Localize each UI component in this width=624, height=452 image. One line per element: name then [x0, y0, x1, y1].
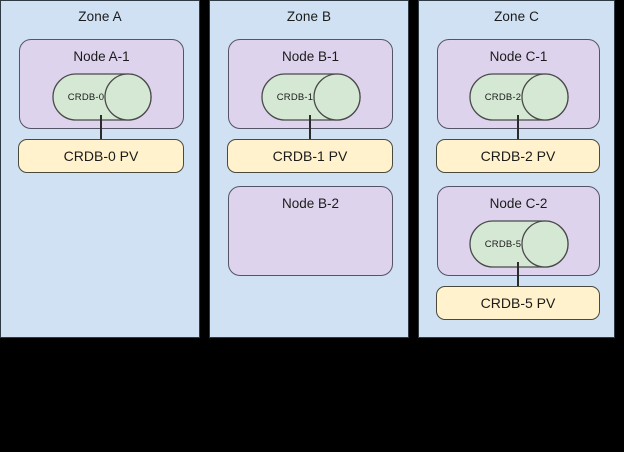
- connector-node-a-1-to-pv: [100, 115, 102, 139]
- volume-label-crdb-2-pv: CRDB-2 PV: [480, 148, 556, 164]
- volume-box-crdb-5-pv: CRDB-5 PV: [436, 286, 600, 320]
- node-title-a-1: Node A-1: [73, 49, 130, 64]
- volume-box-crdb-2-pv: CRDB-2 PV: [436, 139, 600, 173]
- database-cylinder-crdb-2: CRDB-2: [469, 73, 569, 121]
- zone-title-c: Zone C: [494, 9, 539, 24]
- zone-title-b: Zone B: [286, 9, 332, 24]
- zone-container-b: Zone B Node B-1 CRDB-1 CRDB-1 PV Node B-…: [209, 0, 409, 338]
- database-cylinder-crdb-5: CRDB-5: [469, 220, 569, 268]
- volume-label-crdb-5-pv: CRDB-5 PV: [480, 295, 556, 311]
- zone-container-a: Zone A Node A-1 CRDB-0 CRDB-0 PV: [0, 0, 200, 338]
- database-cylinder-crdb-0: CRDB-0: [52, 73, 152, 121]
- node-title-c-1: Node C-1: [489, 49, 548, 64]
- node-box-b-1: Node B-1 CRDB-1: [228, 39, 393, 129]
- node-title-b-2: Node B-2: [281, 196, 340, 211]
- volume-label-crdb-0-pv: CRDB-0 PV: [63, 148, 139, 164]
- connector-node-b-1-to-pv: [309, 115, 311, 139]
- connector-node-c-1-to-pv: [517, 115, 519, 139]
- volume-box-crdb-0-pv: CRDB-0 PV: [18, 139, 184, 173]
- connector-node-c-2-to-pv: [517, 262, 519, 286]
- volume-box-crdb-1-pv: CRDB-1 PV: [227, 139, 393, 173]
- zone-container-c: Zone C Node C-1 CRDB-2 CRDB-2 PV Node C-…: [418, 0, 615, 338]
- node-title-b-1: Node B-1: [281, 49, 340, 64]
- node-box-c-2: Node C-2 CRDB-5: [437, 186, 600, 276]
- zone-title-a: Zone A: [78, 9, 122, 24]
- database-cylinder-crdb-1: CRDB-1: [261, 73, 361, 121]
- node-box-a-1: Node A-1 CRDB-0: [19, 39, 184, 129]
- node-box-b-2: Node B-2: [228, 186, 393, 276]
- node-title-c-2: Node C-2: [489, 196, 548, 211]
- volume-label-crdb-1-pv: CRDB-1 PV: [272, 148, 348, 164]
- node-box-c-1: Node C-1 CRDB-2: [437, 39, 600, 129]
